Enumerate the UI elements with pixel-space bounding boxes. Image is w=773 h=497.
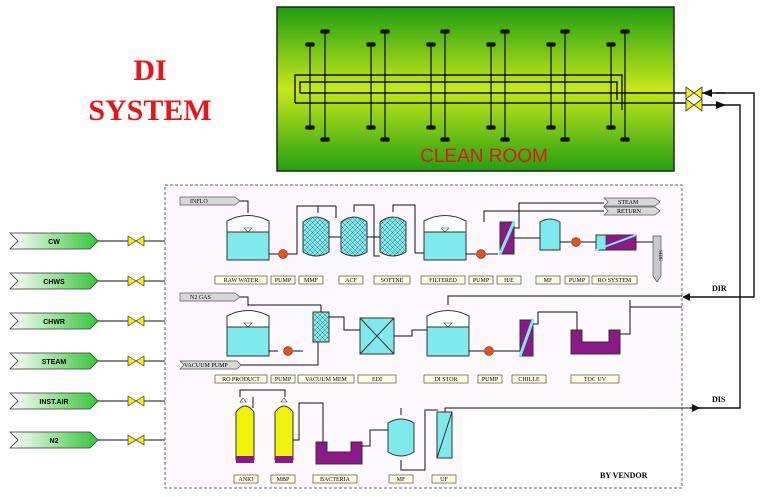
svg-text:MBP: MBP [277,477,290,483]
utility-n2: N2 [9,431,165,449]
clean-room-valve-supply[interactable] [685,86,703,100]
utility-valve[interactable] [127,395,145,407]
equipment-label: EDI [357,374,397,384]
equipment-label: FILTERED [420,275,466,285]
clean-room-label: CLEAN ROOM [420,146,548,167]
process-row-1: INFLO STEAM RETURN [179,196,662,285]
equipment-label: TOC UV [570,374,620,384]
utility-valve[interactable] [127,275,145,287]
svg-text:RAW WATER: RAW WATER [224,278,259,284]
dir-label: DIR [712,284,727,293]
n2-gas-tag: N2 GAS [190,295,211,301]
svg-text:PUMP: PUMP [275,377,292,383]
svg-text:EDI: EDI [372,377,382,383]
equipment-label: PUMP [468,275,494,285]
equipment-label: MBP [270,474,296,484]
utility-label: STEAM [42,359,67,366]
utility-label: CHWR [43,319,65,326]
inflo-tag: INFLO [190,199,208,205]
svg-text:VACUUM MEM: VACUUM MEM [305,377,347,383]
equipment-label: ACF [338,275,364,285]
svg-text:MF: MF [397,477,406,483]
equipment-label: RAW WATER [214,275,268,285]
equipment-label: VACUUM MEM [297,374,355,384]
utility-label: CW [48,239,60,246]
clean-room-valve-return[interactable] [685,98,703,112]
equipment-label: PUMP [477,374,503,384]
utility-cw: CW [9,232,165,250]
equipment-label: PUMP [270,275,296,285]
equipment-label: SOFTNE [373,275,411,285]
steam-tag: STEAM [618,200,639,206]
equipment-label: PUMP [270,374,296,384]
vendor-note: BY VENDOR [600,471,648,480]
svg-text:PUMP: PUMP [569,278,586,284]
equipment-label: RO SYSTEM [591,275,638,285]
equipment-label: H/E [496,275,522,285]
svg-text:H/E: H/E [504,278,514,284]
dis-label: DIS [712,395,726,404]
svg-text:BACTERIA: BACTERIA [320,477,351,483]
svg-text:PUMP: PUMP [482,377,499,383]
equipment-label: CHILLE [511,374,547,384]
return-tag: RETURN [617,209,642,215]
utility-list: CW CHWS CHWR STEAM INST.AIR N2 [9,232,165,449]
svg-text:PUMP: PUMP [473,278,490,284]
svg-text:RO SYSTEM: RO SYSTEM [598,278,632,284]
svg-text:FILTERED: FILTERED [429,278,457,284]
svg-text:PUMP: PUMP [275,278,292,284]
side-tag: SIDE [657,250,662,261]
distribution-loop [690,92,755,409]
equipment-label: MF [535,275,561,285]
svg-text:CHILLE: CHILLE [518,377,540,383]
title-line1: DI [133,54,166,87]
utility-label: INST.AIR [39,399,68,406]
utility-valve[interactable] [127,355,145,367]
equipment-label: UF [431,474,457,484]
utility-chws: CHWS [9,272,165,290]
equipment-label: PUMP [564,275,590,285]
svg-text:RO PRODUCT: RO PRODUCT [222,377,260,383]
svg-text:ANIO: ANIO [239,477,255,483]
svg-text:ACF: ACF [345,278,357,284]
utility-valve[interactable] [127,235,145,247]
utility-valve[interactable] [127,434,145,446]
utility-valve[interactable] [127,315,145,327]
clean-room: CLEAN ROOM [276,6,690,172]
vacuum-pump-tag: VACUUM PUMP [184,363,228,369]
utility-steam: STEAM [9,352,165,370]
equipment-label: ANIO [233,474,259,484]
svg-text:UF: UF [440,477,448,483]
svg-text:TOC UV: TOC UV [584,377,607,383]
title-line2: SYSTEM [88,94,211,127]
utility-label: CHWS [43,279,65,286]
equipment-label: RO PRODUCT [214,374,268,384]
equipment-label: MF [388,474,414,484]
svg-text:MF: MF [544,278,553,284]
svg-text:MMF: MMF [304,278,319,284]
utility-inst-air: INST.AIR [9,392,165,410]
utility-chwr: CHWR [9,312,165,330]
process-row-3: ANIO MBP BACTERIA MF UF [233,300,690,484]
svg-text:DI STOR: DI STOR [434,377,457,383]
equipment-label: BACTERIA [312,474,358,484]
equipment-label: MMF [298,275,324,285]
equipment-label: DI STOR [423,374,469,384]
utility-label: N2 [50,438,59,445]
svg-text:SOFTNE: SOFTNE [381,278,404,284]
